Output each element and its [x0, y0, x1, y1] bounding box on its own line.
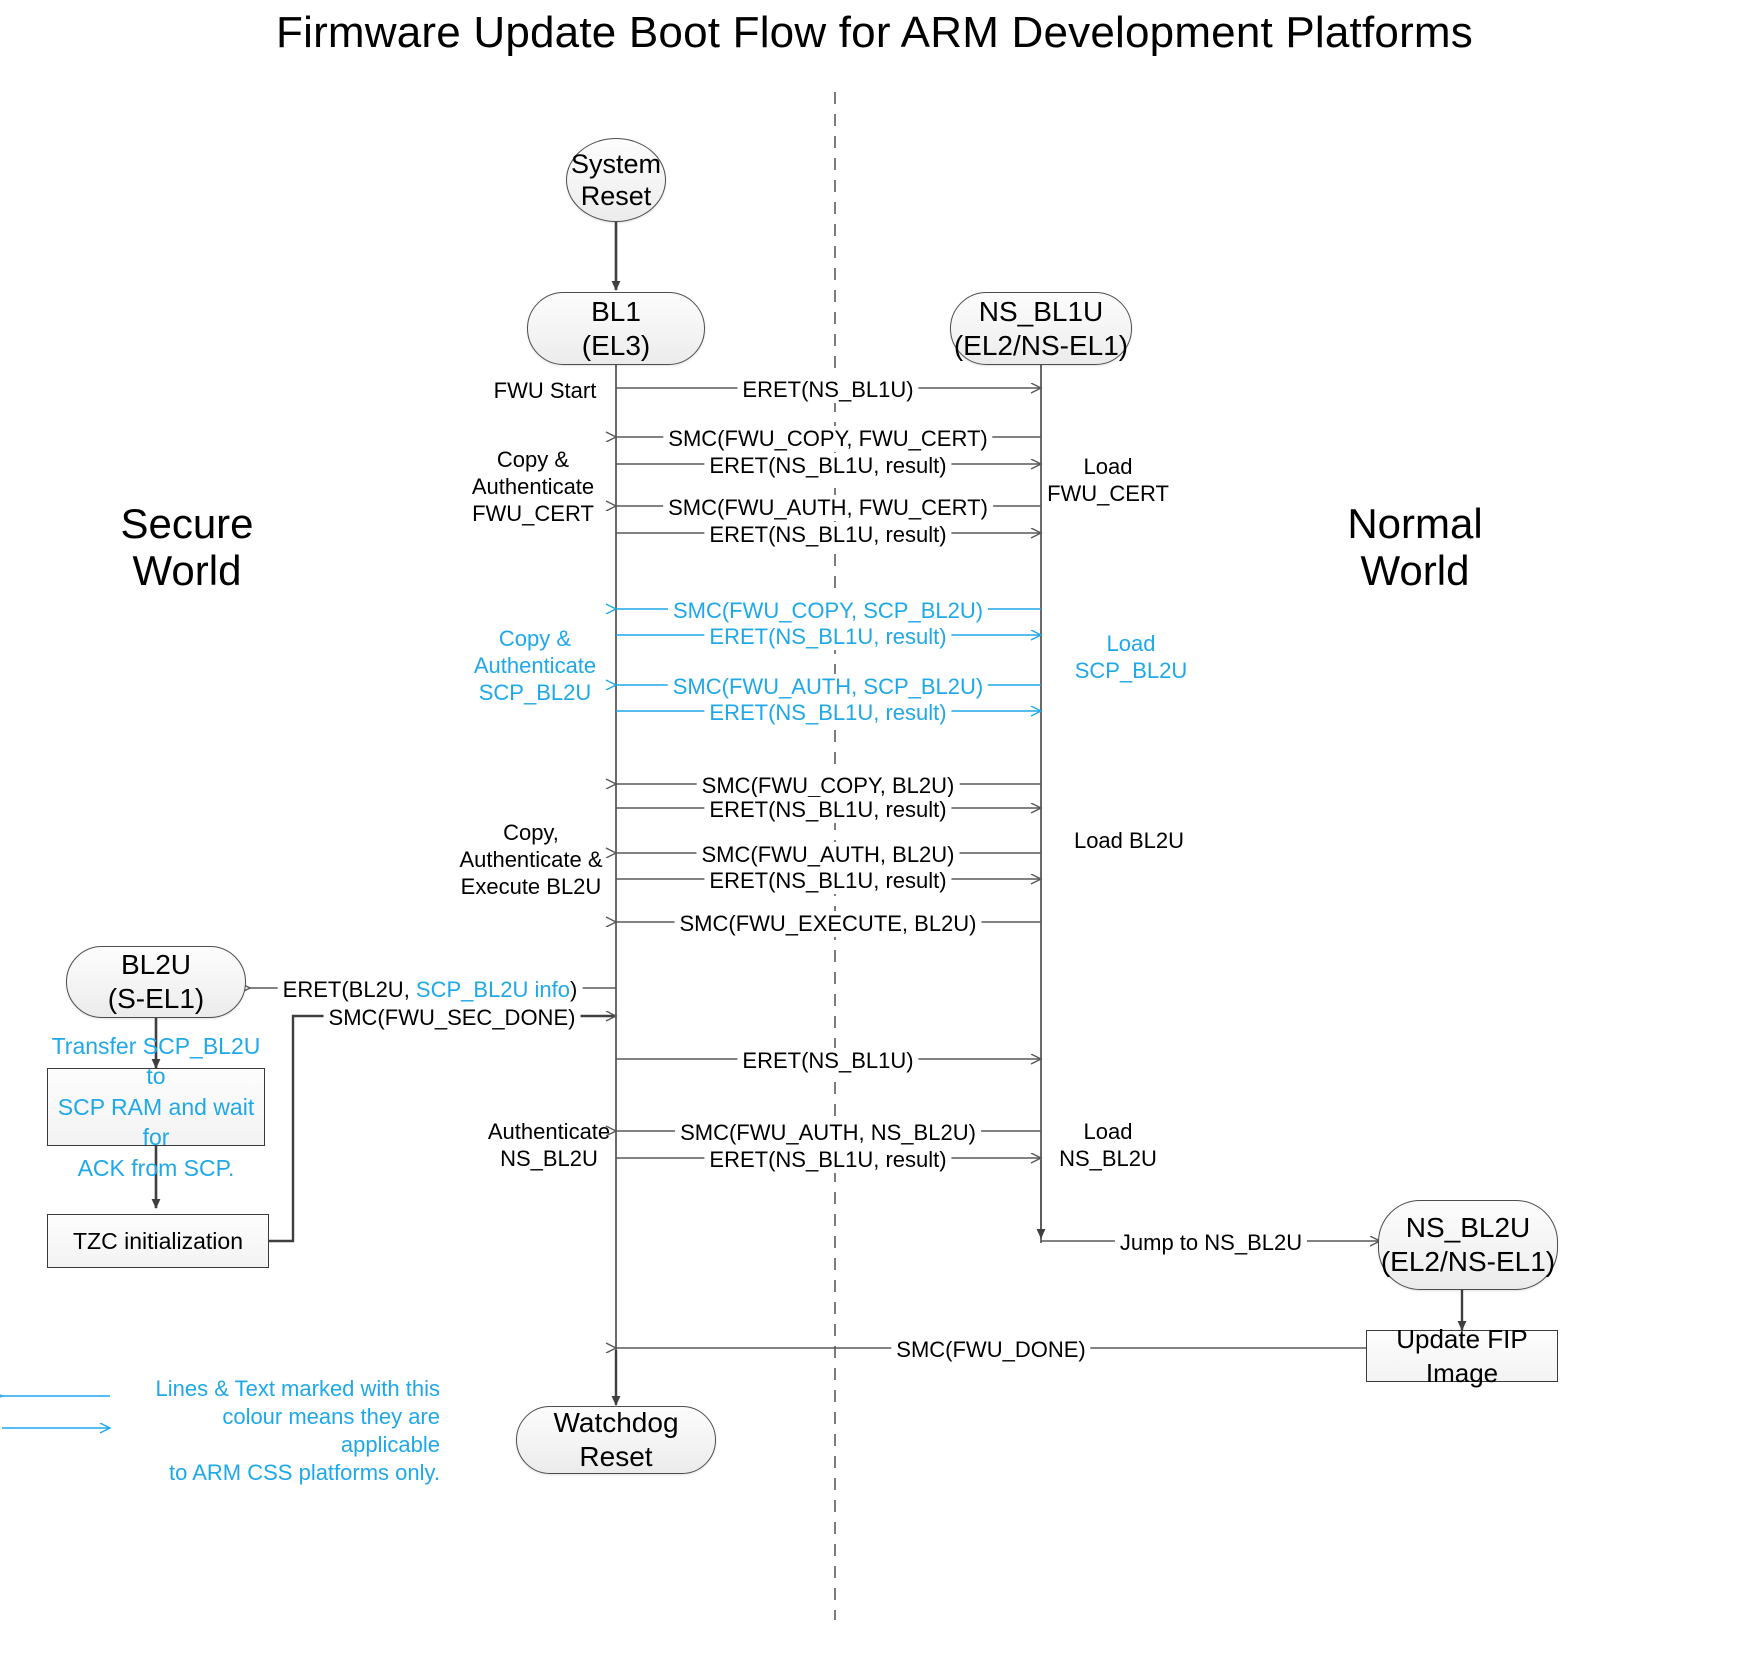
message-label-m8: SMC(FWU_AUTH, SCP_BL2U)	[667, 674, 989, 700]
message-label-m9: ERET(NS_BL1U, result)	[704, 700, 952, 726]
message-label-m20: SMC(FWU_DONE)	[891, 1337, 1091, 1363]
message-label-m15: SMC(FWU_SEC_DONE)	[323, 1005, 581, 1031]
box-transfer-scp-bl2u[interactable]: Transfer SCP_BL2U to SCP RAM and wait fo…	[47, 1033, 265, 1181]
message-label-eret-bl2u: ERET(BL2U, SCP_BL2U info)	[277, 977, 583, 1003]
right-note-load-scp-bl2u: Load SCP_BL2U	[1074, 631, 1188, 683]
node-ns-bl1u[interactable]: NS_BL1U (EL2/NS-EL1)	[950, 292, 1132, 365]
message-label-m13: ERET(NS_BL1U, result)	[704, 868, 952, 894]
eret-bl2u-prefix: ERET(BL2U,	[282, 977, 416, 1002]
page-title: Firmware Update Boot Flow for ARM Develo…	[276, 8, 1473, 57]
message-label-m6: SMC(FWU_COPY, SCP_BL2U)	[667, 598, 989, 624]
box-update-fip-image[interactable]: Update FIP Image	[1366, 1324, 1558, 1388]
message-label-m2: SMC(FWU_COPY, FWU_CERT)	[663, 426, 993, 452]
node-system-reset[interactable]: System Reset	[566, 138, 666, 222]
right-note-load-fwu-cert: Load FWU_CERT	[1047, 454, 1169, 506]
box-tzc-initialization[interactable]: TZC initialization	[47, 1214, 269, 1268]
message-label-m10: SMC(FWU_COPY, BL2U)	[696, 773, 960, 799]
message-label-m18: ERET(NS_BL1U, result)	[704, 1147, 952, 1173]
legend-description: Lines & Text marked with this colour mea…	[155, 1376, 441, 1486]
eret-bl2u-suffix: )	[570, 977, 578, 1002]
left-note-authenticate-ns-bl2u: Authenticate NS_BL2U	[487, 1119, 611, 1171]
node-ns-bl2u[interactable]: NS_BL2U (EL2/NS-EL1)	[1378, 1200, 1558, 1290]
message-label-m17: SMC(FWU_AUTH, NS_BL2U)	[675, 1120, 981, 1146]
left-note-copy-auth-fwu-cert: Copy & Authenticate FWU_CERT	[471, 447, 595, 526]
message-label-m1: ERET(NS_BL1U)	[737, 377, 919, 403]
node-watchdog-reset[interactable]: Watchdog Reset	[516, 1406, 716, 1474]
message-label-m5: ERET(NS_BL1U, result)	[704, 522, 952, 548]
message-label-m7: ERET(NS_BL1U, result)	[704, 624, 952, 650]
secure-world-label: Secure World	[120, 500, 254, 595]
left-note-copy-auth-exec-bl2u: Copy, Authenticate & Execute BL2U	[459, 820, 603, 899]
left-note-copy-auth-scp-bl2u: Copy & Authenticate SCP_BL2U	[473, 626, 597, 705]
message-label-m12: SMC(FWU_AUTH, BL2U)	[696, 842, 960, 868]
message-label-m11: ERET(NS_BL1U, result)	[704, 797, 952, 823]
normal-world-label: Normal World	[1347, 500, 1483, 595]
message-label-m19: Jump to NS_BL2U	[1114, 1230, 1308, 1256]
right-note-load-ns-bl2u: Load NS_BL2U	[1059, 1119, 1157, 1171]
right-note-load-bl2u: Load BL2U	[1073, 828, 1185, 853]
node-bl1[interactable]: BL1 (EL3)	[527, 292, 705, 365]
node-bl2u[interactable]: BL2U (S-EL1)	[66, 946, 246, 1018]
message-label-m16: ERET(NS_BL1U)	[737, 1048, 919, 1074]
message-label-m14: SMC(FWU_EXECUTE, BL2U)	[674, 911, 982, 937]
eret-bl2u-highlight: SCP_BL2U info	[415, 977, 571, 1002]
message-label-m3: ERET(NS_BL1U, result)	[704, 453, 952, 479]
left-note-fwu-start: FWU Start	[493, 378, 597, 403]
message-label-m4: SMC(FWU_AUTH, FWU_CERT)	[663, 495, 993, 521]
